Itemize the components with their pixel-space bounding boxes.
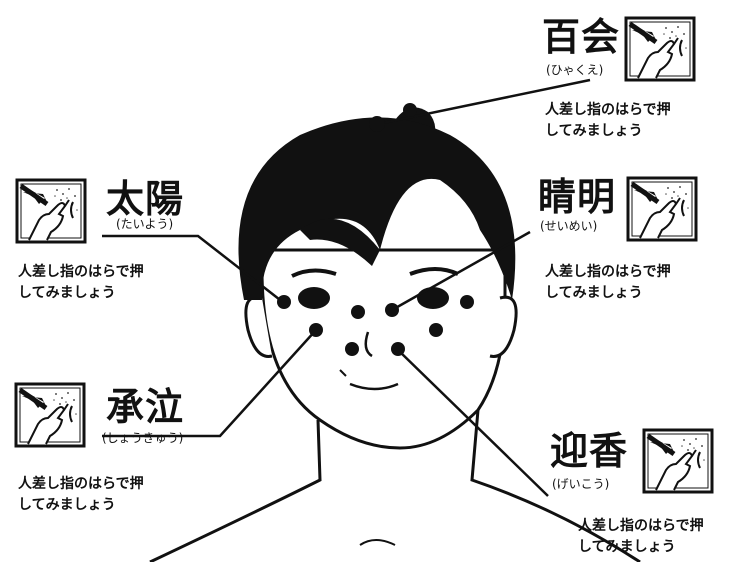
- press-finger-icon: [644, 430, 712, 492]
- point-instruction: 人差し指のはらで押してみましょう: [545, 264, 671, 301]
- point-name: 承泣: [106, 385, 185, 429]
- point-reading: (せいめい): [540, 219, 598, 233]
- point-instruction: 人差し指のはらで押してみましょう: [18, 264, 144, 301]
- press-finger-icon: [16, 384, 84, 446]
- point-name: 迎香: [550, 429, 629, 473]
- press-finger-icon: [628, 178, 696, 240]
- point-instruction: 人差し指のはらで押してみましょう: [545, 102, 671, 139]
- point-reading: (しょうきゅう): [102, 431, 184, 445]
- acupoint-dots: [277, 103, 474, 356]
- point-instruction: 人差し指のはらで押してみましょう: [18, 476, 144, 513]
- press-finger-icon: [17, 180, 85, 242]
- point-name: 睛明: [538, 175, 617, 219]
- point-name: 百会: [542, 15, 621, 59]
- point-reading: (たいよう): [116, 217, 174, 231]
- press-finger-icon: [626, 18, 694, 80]
- point-instruction: 人差し指のはらで押してみましょう: [578, 518, 704, 555]
- point-reading: (げいこう): [552, 477, 610, 491]
- point-reading: (ひゃくえ): [546, 63, 604, 77]
- point-name: 太陽: [106, 177, 185, 221]
